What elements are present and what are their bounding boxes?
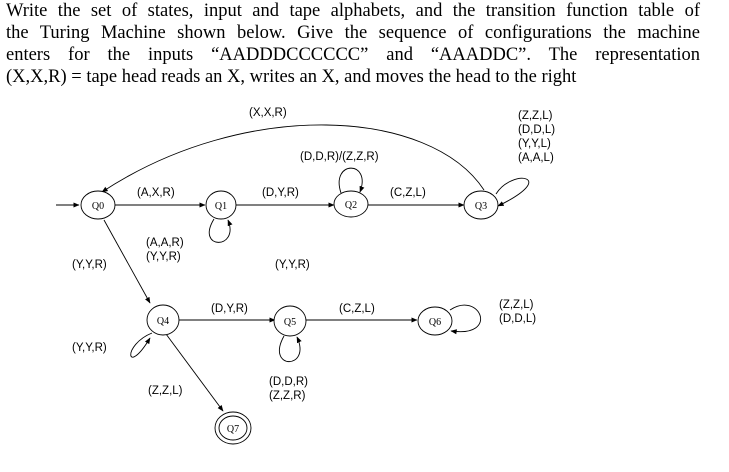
label-q6-loop: (Z,Z,L): [499, 299, 534, 311]
label-q2-q3: (C,Z,L): [390, 187, 426, 199]
state-q6: Q6: [417, 306, 453, 336]
question-text: Write the set of states, input and tape …: [6, 0, 700, 88]
edge-q5-loop: [278, 335, 302, 363]
state-q2: Q2: [333, 190, 369, 218]
svg-text:Q6: Q6: [429, 317, 441, 328]
question-line: (X,X,R) = tape head reads an X, writes a…: [6, 67, 577, 87]
edge-q1-loop: [208, 218, 233, 243]
edge-q0-q4: [103, 219, 151, 304]
label-q6-q4: (Y,Y,R): [275, 259, 310, 271]
svg-text:Q7: Q7: [227, 424, 239, 435]
label-q6-loop: (D,D,L): [499, 313, 536, 325]
label-q5-loop: (Z,Z,R): [269, 390, 306, 402]
edge-q4-loop: [130, 332, 153, 358]
state-q4: Q4: [146, 304, 180, 336]
label-q4-loop: (Y,Y,R): [72, 342, 107, 354]
svg-text:Q2: Q2: [345, 200, 357, 211]
question-line: enters for the inputs “AADDDCCCCCC” and …: [6, 45, 700, 65]
label-q5-loop: (D,D,R): [269, 376, 308, 388]
label-q5-q6: (C,Z,L): [339, 303, 375, 315]
svg-text:Q3: Q3: [475, 201, 487, 212]
label-q1-loop: (Y,Y,R): [146, 251, 181, 263]
label-q4-q7: (Z,Z,L): [148, 385, 183, 397]
svg-text:Q4: Q4: [157, 316, 169, 327]
state-q7-accept: Q7: [214, 411, 252, 445]
edge-q6-loop: [449, 304, 482, 335]
edge-q2-loop: [338, 167, 365, 194]
label-q2-loop: (D,D,R)/(Z,Z,R): [300, 151, 379, 163]
edge-q4-q7: [165, 333, 224, 412]
state-q5: Q5: [273, 305, 307, 337]
state-q3: Q3: [463, 190, 499, 220]
label-q3-q0: (X,X,R): [249, 107, 287, 119]
label-q3-loop: (Z,Z,L): [518, 110, 553, 122]
question-line: Write the set of states, input and tape …: [6, 1, 700, 21]
edge-q3-loop: [495, 177, 530, 207]
svg-text:Q0: Q0: [92, 201, 104, 212]
label-q0-q1: (A,X,R): [137, 187, 175, 199]
label-q1-loop: (A,A,R): [146, 237, 184, 249]
label-q1-q2: (D,Y,R): [262, 187, 299, 199]
label-q0-q4: (Y,Y,R): [72, 259, 107, 271]
label-q4-q5: (D,Y,R): [211, 303, 248, 315]
label-q3-loop: (D,D,L): [518, 124, 555, 136]
state-q1: Q1: [205, 190, 237, 220]
state-q0: Q0: [80, 190, 116, 220]
question-line: the Turing Machine shown below. Give the…: [6, 23, 700, 43]
label-q3-loop: (A,A,L): [518, 152, 554, 164]
edge-q3-q0: [101, 124, 485, 193]
label-q3-loop: (Y,Y,L): [518, 138, 551, 150]
svg-text:Q5: Q5: [284, 317, 296, 328]
svg-text:Q1: Q1: [215, 201, 227, 212]
